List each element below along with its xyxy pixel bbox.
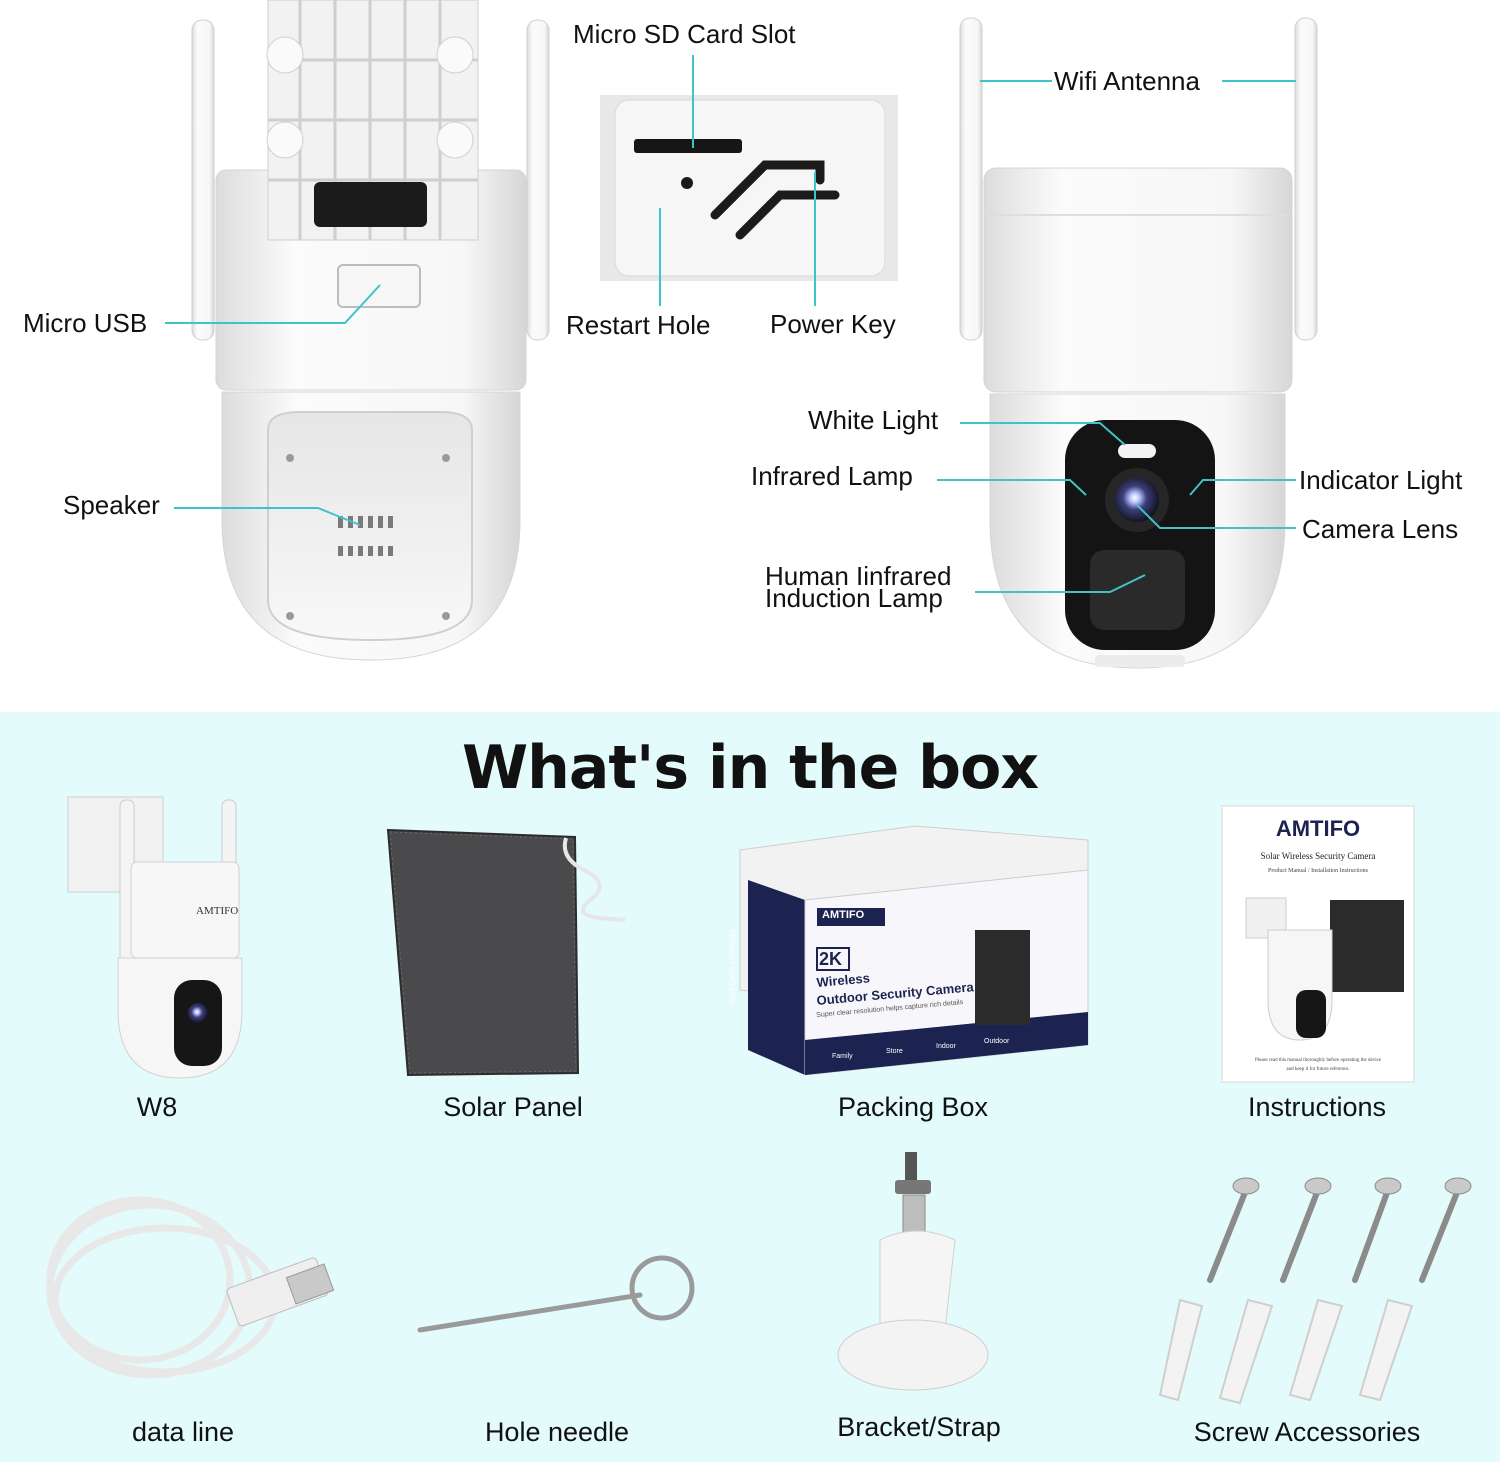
label-white-light: White Light (808, 405, 939, 435)
camera-front-view (959, 17, 1318, 669)
packing-box-side-text: PRODUCT FEATURES (728, 930, 735, 1004)
label-restart-hole: Restart Hole (566, 310, 711, 340)
label-human-infrared-line2: Induction Lamp (765, 583, 943, 613)
manual-note-1: Please read this manual thoroughly befor… (1254, 1058, 1382, 1063)
box-section-title: What's in the box (461, 733, 1039, 803)
label-micro-sd-card-slot: Micro SD Card Slot (573, 19, 796, 49)
caption-bracket-strap: Bracket/Strap (837, 1412, 1001, 1442)
packing-box-resolution: 2K (819, 949, 843, 969)
camera-diagram-illustration (165, 0, 1318, 669)
manual-brand: AMTIFO (1275, 816, 1361, 841)
label-infrared-lamp: Infrared Lamp (751, 461, 913, 491)
caption-packing-box: Packing Box (837, 1092, 989, 1122)
camera-back-view (191, 0, 550, 661)
caption-instructions: Instructions (1247, 1092, 1387, 1122)
label-human-infrared-line1: Human Iinfrared (765, 561, 952, 591)
w8-brand-label: AMTIFO (196, 905, 239, 917)
manual-note-2: and keep it for future reference. (1286, 1067, 1350, 1072)
manual-title: Solar Wireless Security Camera (1260, 851, 1376, 861)
caption-data-line: data line (131, 1417, 235, 1447)
packing-box-tag-outdoor: Outdoor (984, 1038, 1010, 1045)
packing-box-brand: AMTIFO (822, 909, 865, 921)
label-camera-lens: Camera Lens (1302, 514, 1459, 544)
manual-subtitle: Product Manual / Installation Instructio… (1268, 868, 1368, 874)
label-micro-usb: Micro USB (23, 308, 148, 338)
caption-solar-panel: Solar Panel (443, 1092, 583, 1122)
leader-lines (165, 55, 1296, 593)
label-indicator-light: Indicator Light (1299, 465, 1463, 495)
packing-box-tag-indoor: Indoor (936, 1043, 956, 1050)
label-power-key: Power Key (770, 309, 896, 339)
label-wifi-antenna: Wifi Antenna (1054, 66, 1200, 96)
caption-w8: W8 (136, 1092, 178, 1122)
caption-hole-needle: Hole needle (484, 1417, 630, 1447)
label-speaker: Speaker (63, 490, 160, 520)
sd-slot-closeup (600, 95, 898, 281)
packing-box-tag-family: Family (832, 1053, 853, 1060)
packing-box-tag-store: Store (886, 1048, 903, 1055)
caption-screw-accessories: Screw Accessories (1193, 1417, 1421, 1447)
